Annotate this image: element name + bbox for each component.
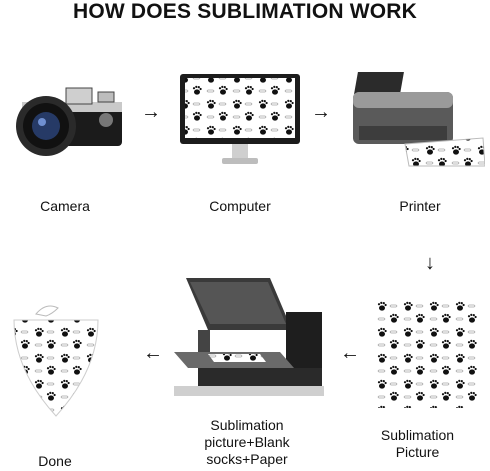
bandana-image <box>6 300 106 420</box>
arrow-computer-to-printer: → <box>311 102 331 122</box>
arrow-heat-press-to-done: ← <box>143 343 163 363</box>
camera-image <box>6 80 124 160</box>
printer-image <box>345 66 485 176</box>
camera-label: Camera <box>20 198 110 215</box>
sublimation-picture-label-line2: Picture <box>360 444 475 461</box>
computer-image <box>178 72 303 172</box>
printer-label: Printer <box>375 198 465 215</box>
heat-press-label: Sublimation picture+Blank socks+Paper <box>182 417 312 468</box>
arrow-camera-to-computer: → <box>141 102 161 122</box>
sublimation-picture-label: Sublimation Picture <box>360 427 475 461</box>
arrow-printer-to-picture: ↓ <box>425 253 435 273</box>
arrow-picture-to-heat-press: ← <box>340 343 360 363</box>
sublimation-picture-image <box>375 300 481 408</box>
page-title: HOW DOES SUBLIMATION WORK <box>0 0 490 24</box>
computer-label: Computer <box>195 198 285 215</box>
heat-press-label-line1: Sublimation <box>182 417 312 434</box>
done-label: Done <box>20 453 90 470</box>
heat-press-label-line3: socks+Paper <box>182 451 312 468</box>
heat-press-label-line2: picture+Blank <box>182 434 312 451</box>
sublimation-picture-label-line1: Sublimation <box>360 427 475 444</box>
heat-press-image <box>168 272 330 402</box>
